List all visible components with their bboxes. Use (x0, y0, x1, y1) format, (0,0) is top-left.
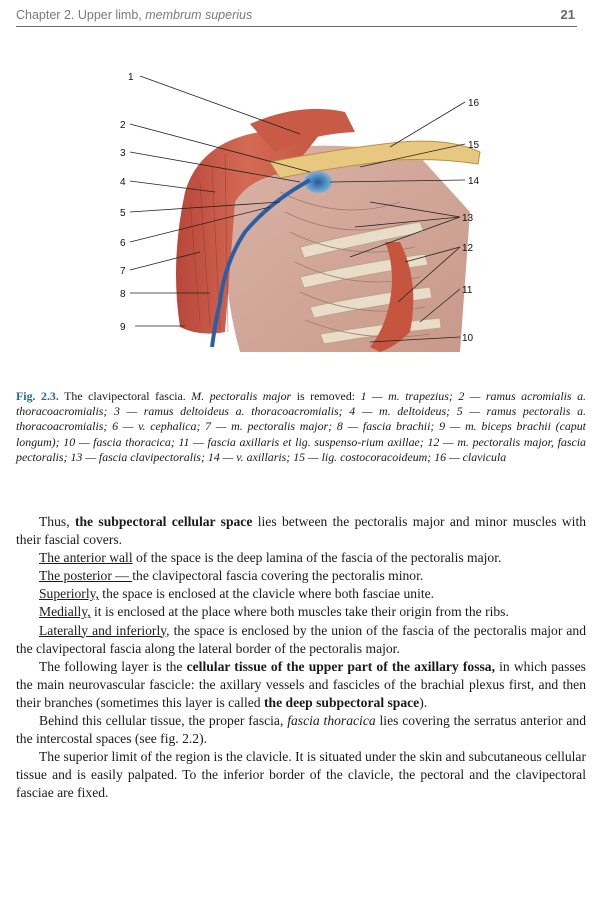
label-16: 16 (468, 98, 480, 109)
page-number: 21 (560, 7, 575, 22)
paragraph: The anterior wall of the space is the de… (39, 550, 502, 566)
paragraph: Superiorly, the space is enclosed at the… (39, 586, 435, 602)
paragraph: Medially, it is enclosed at the place wh… (39, 604, 509, 620)
clavicle (269, 140, 481, 179)
trapezius-muscle (250, 108, 355, 152)
label-4: 4 (120, 177, 126, 188)
axillary-vein (304, 171, 332, 193)
anatomical-figure: 1 2 3 4 5 6 7 8 9 16 15 14 13 12 11 10 (0, 62, 593, 362)
figure-caption: Fig. 2.3. The clavipectoral fascia. M. p… (16, 389, 586, 464)
label-10: 10 (462, 333, 474, 344)
figure-illustration: 1 2 3 4 5 6 7 8 9 16 15 14 13 12 11 10 (120, 72, 481, 352)
chapter-title: Chapter 2. Upper limb, membrum superius (16, 8, 253, 22)
label-5: 5 (120, 208, 126, 219)
paragraph: The superior limit of the region is the … (16, 749, 586, 801)
paragraph: The following layer is the cellular tiss… (16, 658, 586, 710)
deltoid-fibers (189, 153, 229, 333)
body-text: Thus, the subpectoral cellular space lie… (16, 513, 586, 803)
caption-legend-items: 1 — m. trapezius; 2 — ramus acromialis a… (16, 389, 586, 464)
label-2: 2 (120, 120, 126, 131)
label-12: 12 (462, 243, 474, 254)
left-labels (129, 75, 311, 327)
paragraph: Thus, the subpectoral cellular space lie… (16, 514, 587, 548)
figure-reference: Fig. 2.3. (16, 389, 59, 403)
chapter-title-latin: membrum superius (145, 8, 253, 22)
label-6: 6 (120, 238, 126, 249)
label-7: 7 (120, 266, 126, 277)
label-11: 11 (462, 285, 473, 296)
label-13: 13 (462, 213, 474, 224)
cephalic-vein (210, 178, 311, 348)
label-9: 9 (120, 322, 126, 333)
label-1: 1 (128, 72, 134, 83)
label-8: 8 (120, 289, 126, 300)
paragraph: Laterally and inferiorly, the space is e… (16, 622, 586, 656)
running-header: Chapter 2. Upper limb, membrum superius … (16, 6, 577, 27)
pectoralis-major-edge (370, 242, 414, 352)
right-labels (329, 101, 466, 343)
label-15: 15 (468, 140, 480, 151)
label-3: 3 (120, 148, 126, 159)
label-14: 14 (468, 176, 480, 187)
paragraph: The posterior — the clavipectoral fascia… (39, 568, 424, 584)
paragraph: Behind this cellular tissue, the proper … (16, 713, 587, 747)
deltoid-muscle (176, 128, 320, 334)
